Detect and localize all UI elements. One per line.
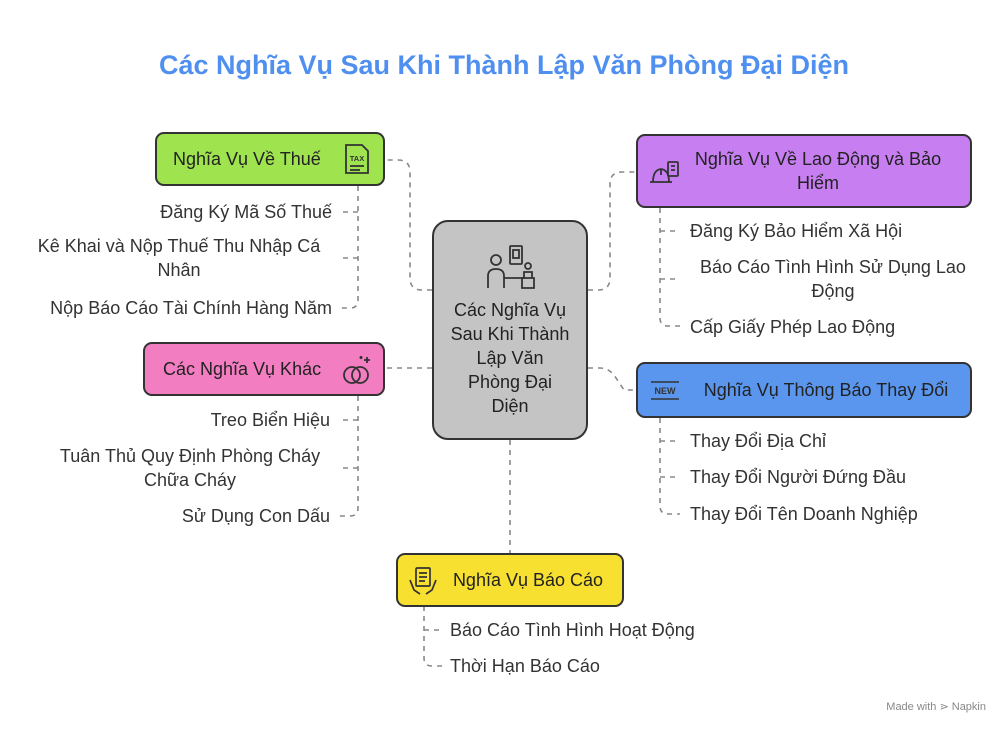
center-label: Các Nghĩa Vụ Sau Khi Thành Lập Văn Phòng… (450, 300, 570, 416)
notice-item-1: Thay Đổi Địa Chỉ (690, 431, 827, 451)
notice-item-3: Thay Đổi Tên Doanh Nghiệp (690, 504, 918, 524)
tax-item-3: Nộp Báo Cáo Tài Chính Hàng Năm (50, 298, 332, 318)
other-item-1: Treo Biển Hiệu (210, 410, 330, 430)
branch-report[interactable]: Nghĩa Vụ Báo Cáo (396, 553, 624, 607)
page-title: Các Nghĩa Vụ Sau Khi Thành Lập Văn Phòng… (158, 50, 850, 80)
labor-item-3: Cấp Giấy Phép Lao Động (690, 317, 896, 337)
branch-tax-label: Nghĩa Vụ Về Thuế (173, 149, 321, 169)
tax-item-1: Đăng Ký Mã Số Thuế (160, 202, 332, 222)
branch-other-label: Các Nghĩa Vụ Khác (163, 359, 322, 379)
notice-item-2: Thay Đổi Người Đứng Đầu (690, 467, 906, 487)
report-item-1: Báo Cáo Tình Hình Hoạt Động (450, 620, 695, 640)
rings-sparkle-icon (343, 356, 370, 384)
tax-item-2: Kê Khai và Nộp Thuế Thu Nhập Cá Nhân (37, 236, 321, 280)
new-badge-icon: NEW (651, 381, 679, 400)
tax-document-icon: TAX (345, 144, 369, 174)
new-icon-text: NEW (655, 386, 677, 396)
other-item-2: Tuân Thủ Quy Định Phòng Cháy Chữa Cháy (59, 446, 321, 490)
labor-item-1: Đăng Ký Bảo Hiểm Xã Hội (690, 221, 903, 241)
hard-hat-icon (650, 161, 679, 183)
center-node[interactable]: Các Nghĩa Vụ Sau Khi Thành Lập Văn Phòng… (432, 220, 588, 440)
report-item-2: Thời Hạn Báo Cáo (450, 656, 600, 676)
branch-report-label: Nghĩa Vụ Báo Cáo (452, 570, 604, 590)
people-office-icon (487, 245, 535, 289)
labor-item-2: Báo Cáo Tình Hình Sử Dụng Lao Động (700, 257, 966, 301)
report-hands-icon (409, 567, 437, 595)
branch-notice[interactable]: NEW Nghĩa Vụ Thông Báo Thay Đổi (636, 362, 972, 418)
branch-tax[interactable]: Nghĩa Vụ Về Thuế TAX (155, 132, 385, 186)
branch-notice-label: Nghĩa Vụ Thông Báo Thay Đổi (703, 380, 949, 400)
other-item-3: Sử Dụng Con Dấu (181, 506, 330, 526)
branch-labor[interactable]: Nghĩa Vụ Về Lao Động và Bảo Hiểm (636, 134, 972, 208)
tax-icon-text: TAX (350, 154, 364, 163)
branch-labor-label: Nghĩa Vụ Về Lao Động và Bảo Hiểm (694, 149, 942, 193)
made-with-credit[interactable]: Made with ⋗ Napkin (886, 701, 986, 713)
branch-other[interactable]: Các Nghĩa Vụ Khác (143, 342, 385, 396)
